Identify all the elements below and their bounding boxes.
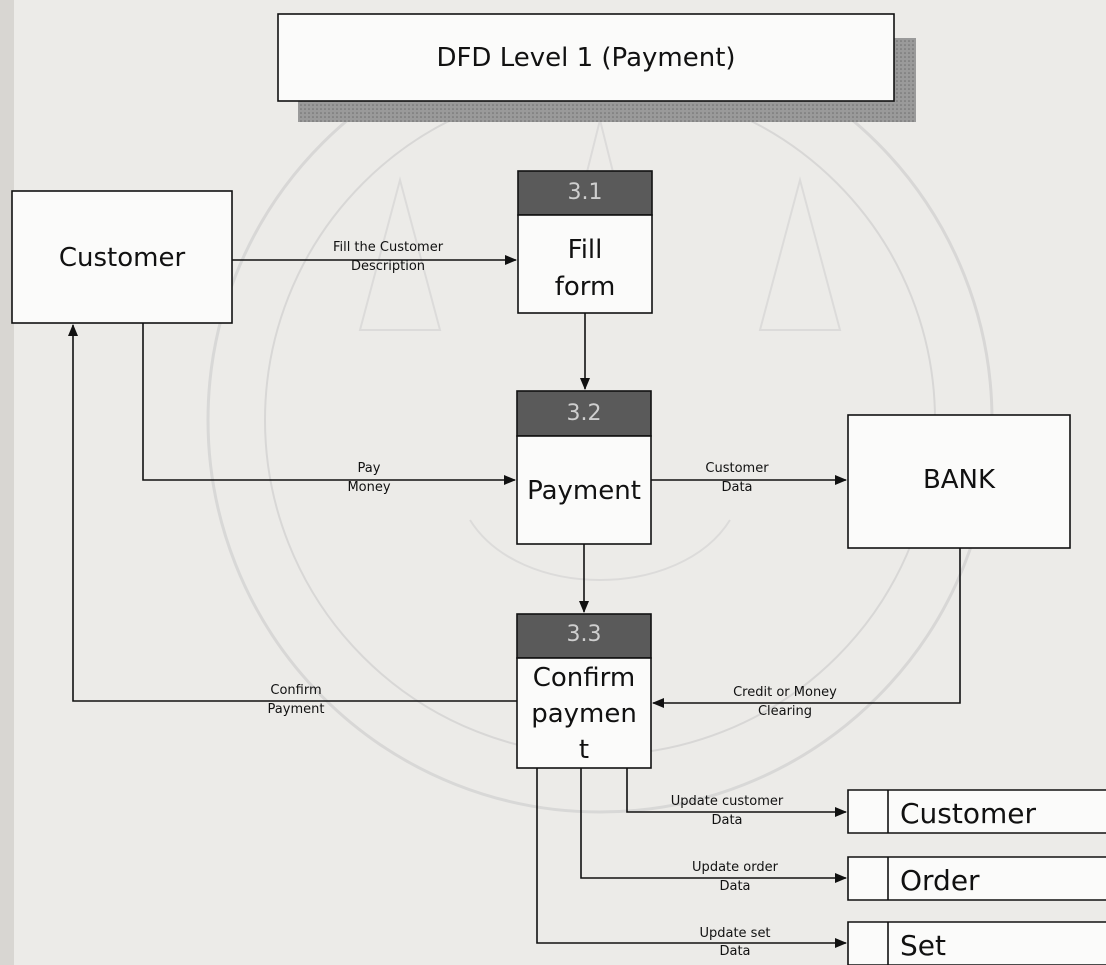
diagram-title: DFD Level 1 (Payment) (436, 43, 735, 73)
process-3-1-id: 3.1 (568, 180, 603, 205)
flow-credit-clearing-arrow (653, 548, 960, 703)
flow-customer-data: Customer Data (651, 461, 846, 495)
flow-fill-description: Fill the Customer Description (232, 240, 516, 274)
flow-update-order-label-line2: Data (719, 879, 750, 894)
process-3-3-id: 3.3 (567, 622, 602, 647)
flow-customer-data-label-line1: Customer (705, 461, 769, 476)
process-3-3: 3.3 Confirm paymen t (517, 614, 651, 768)
flow-confirm-payment-label-line2: Payment (268, 702, 325, 717)
flow-update-order-label-line1: Update order (692, 860, 779, 875)
title-box: DFD Level 1 (Payment) (278, 14, 916, 122)
store-set: Set (848, 922, 1106, 965)
store-customer: Customer (848, 790, 1106, 833)
flow-pay-money-label-line1: Pay (358, 461, 381, 476)
flow-credit-clearing-label-line2: Clearing (758, 704, 812, 719)
flow-update-customer-label-line1: Update customer (671, 794, 784, 809)
entity-customer: Customer (12, 191, 232, 323)
entity-bank: BANK (848, 415, 1070, 548)
process-3-2: 3.2 Payment (517, 391, 651, 544)
flow-update-set-label-line2: Data (719, 944, 750, 959)
flow-confirm-payment-label-line1: Confirm (270, 683, 321, 698)
flow-customer-data-label-line2: Data (721, 480, 752, 495)
entity-customer-label: Customer (59, 243, 186, 273)
flow-fill-description-label-line1: Fill the Customer (333, 240, 444, 255)
store-customer-label: Customer (900, 797, 1036, 830)
flow-pay-money-label-line2: Money (347, 480, 390, 495)
flow-update-customer-label-line2: Data (711, 813, 742, 828)
flow-pay-money: Pay Money (143, 323, 515, 495)
flow-update-customer: Update customer Data (627, 768, 846, 828)
process-3-3-name-line2: paymen (531, 699, 637, 729)
process-3-2-id: 3.2 (567, 401, 602, 426)
scan-edge (0, 0, 14, 965)
store-order-label: Order (900, 864, 980, 897)
entity-bank-label: BANK (923, 465, 996, 495)
flow-update-order: Update order Data (581, 768, 846, 894)
store-set-label: Set (900, 929, 946, 962)
process-3-1-name-line1: Fill (568, 235, 603, 265)
process-3-3-name-line1: Confirm (533, 663, 635, 693)
flow-credit-clearing: Credit or Money Clearing (653, 548, 960, 719)
process-3-1: 3.1 Fill form (518, 171, 652, 313)
flow-confirm-payment-arrow (73, 325, 517, 701)
flow-confirm-payment: Confirm Payment (73, 325, 517, 717)
process-3-2-name: Payment (527, 476, 641, 506)
process-3-3-name-line3: t (579, 735, 589, 765)
flow-fill-description-label-line2: Description (351, 259, 425, 274)
flow-credit-clearing-label-line1: Credit or Money (733, 685, 837, 700)
flow-pay-money-arrow (143, 323, 515, 480)
store-set-frame (848, 922, 1106, 965)
process-3-1-name-line2: form (555, 272, 616, 302)
store-order: Order (848, 857, 1106, 900)
flow-update-set-label-line1: Update set (699, 926, 770, 941)
